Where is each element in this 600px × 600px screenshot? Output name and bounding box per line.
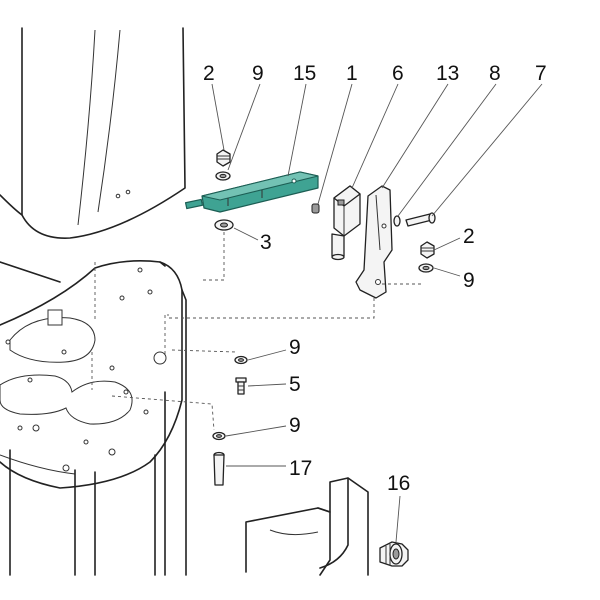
callout-9-low: 9 bbox=[289, 414, 301, 437]
lower-bracket bbox=[245, 477, 369, 576]
part-1-pin bbox=[311, 203, 320, 214]
part-6-sensor bbox=[331, 185, 361, 261]
part-9-right-washer bbox=[418, 263, 434, 273]
callout-7: 7 bbox=[535, 62, 547, 85]
callout-9-top: 9 bbox=[252, 62, 264, 85]
callout-13: 13 bbox=[436, 62, 459, 85]
callout-9-right: 9 bbox=[463, 269, 475, 292]
part-9-top-washer bbox=[215, 171, 231, 181]
part-7-screw bbox=[405, 212, 436, 227]
part-13-plate bbox=[167, 185, 424, 319]
part-2-top-nut bbox=[216, 149, 231, 167]
callout-2-top: 2 bbox=[203, 62, 215, 85]
callout-9-mid: 9 bbox=[289, 336, 301, 359]
callout-16: 16 bbox=[387, 472, 410, 495]
part-9-low-washer bbox=[212, 431, 226, 441]
part-3-washer bbox=[200, 219, 234, 281]
part-16-grommet bbox=[379, 541, 409, 567]
callout-1: 1 bbox=[346, 62, 358, 85]
callout-labels: 2 9 15 1 6 13 8 7 3 2 9 9 5 9 17 16 bbox=[203, 62, 547, 495]
base-frame bbox=[0, 260, 237, 576]
part-8-washer bbox=[393, 215, 401, 227]
part-15-bar bbox=[184, 171, 319, 213]
callout-2-right: 2 bbox=[463, 225, 475, 248]
leader-lines bbox=[211, 83, 543, 543]
callout-5: 5 bbox=[289, 373, 301, 396]
part-17-bolt bbox=[213, 451, 225, 486]
part-2-right-nut bbox=[420, 241, 435, 259]
callout-6: 6 bbox=[392, 62, 404, 85]
part-5-screw bbox=[235, 377, 247, 395]
upper-housing bbox=[0, 27, 186, 239]
part-9-mid-washer bbox=[234, 355, 248, 365]
callout-8: 8 bbox=[489, 62, 501, 85]
callout-17: 17 bbox=[289, 457, 312, 480]
callout-15: 15 bbox=[293, 62, 316, 85]
callout-3: 3 bbox=[260, 231, 272, 254]
